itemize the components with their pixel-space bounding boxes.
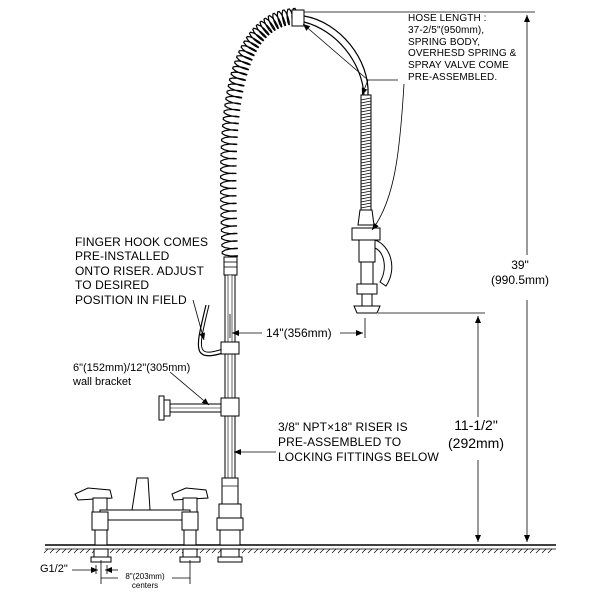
dimension-lines: [72, 11, 535, 584]
note-line: 6"(152mm)/12"(305mm): [73, 362, 191, 374]
dimension-line: 11-1/2": [454, 417, 498, 433]
dimension-centers: 8"(203mm) centers: [118, 572, 172, 591]
dimension-spout-height: 11-1/2" (292mm): [446, 417, 507, 452]
dimension-overall-height: 39" (990.5mm): [489, 258, 552, 288]
note-line: LOCKING FITTINGS BELOW: [278, 450, 439, 464]
note-line: PRE-INSTALLED: [75, 249, 170, 264]
note-line: FINGER HOOK COMES: [75, 235, 209, 249]
finger-hook-note: FINGER HOOK COMES PRE-INSTALLED ONTO RIS…: [75, 235, 208, 307]
dimension-horizontal-reach: 14"(356mm): [264, 326, 334, 341]
deck-faucet: [74, 477, 209, 563]
dimension-thread: G1/2": [40, 563, 68, 575]
note-line: SPRAY VALVE COME: [408, 60, 509, 72]
note-line: PRE-ASSEMBLED.: [408, 71, 498, 83]
note-line: POSITION IN FIELD: [75, 292, 187, 307]
spray-valve: [351, 94, 393, 314]
dimension-line: centers: [131, 580, 159, 590]
dimension-line: (292mm): [448, 434, 505, 451]
finger-hook: [197, 304, 240, 357]
note-line: PRE-ASSEMBLED TO: [278, 435, 402, 449]
note-line: TO DESIRED: [75, 278, 150, 293]
wall-bracket: [158, 395, 240, 421]
note-line: 37-2/5"(950mm),: [408, 24, 485, 36]
wall-bracket-note: 6"(152mm)/12"(305mm) wall bracket: [73, 361, 190, 390]
note-line: SPRING BODY,: [408, 36, 481, 48]
dimension-line: 8"(203mm): [125, 572, 165, 581]
hose: [303, 15, 369, 96]
note-line: ONTO RISER. ADJUST: [75, 263, 204, 278]
note-line: OVERHESD SPRING &: [408, 48, 517, 60]
note-line: 3/8" NPT×18" RISER IS: [278, 420, 408, 434]
note-line: wall bracket: [73, 376, 132, 389]
note-line: HOSE LENGTH :: [408, 13, 487, 24]
riser-fittings: [216, 477, 244, 563]
overhead-spring: [220, 7, 305, 276]
riser-pipe: [224, 274, 236, 481]
riser-note: 3/8" NPT×18" RISER IS PRE-ASSEMBLED TO L…: [278, 420, 439, 465]
dimension-line: 39": [511, 258, 529, 272]
dimension-line: (990.5mm): [491, 273, 550, 287]
hose-length-note: HOSE LENGTH : 37-2/5"(950mm), SPRING BOD…: [408, 13, 516, 84]
counter-deck: [43, 544, 556, 554]
leader-lines: [169, 23, 405, 455]
